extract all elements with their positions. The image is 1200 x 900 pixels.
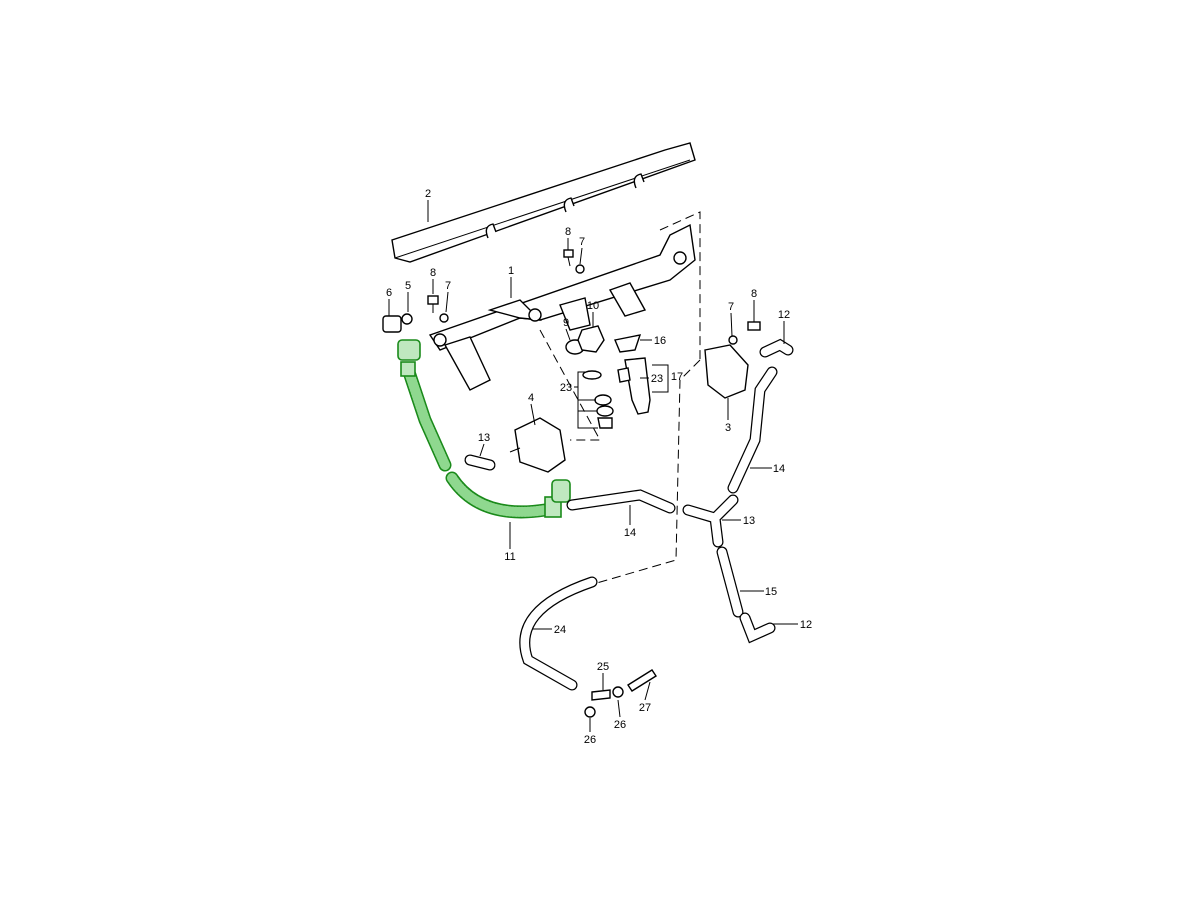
- label-25: 25: [597, 661, 609, 673]
- label-26: 26: [584, 734, 596, 746]
- part-13-fitting[interactable]: [464, 454, 496, 471]
- label-14: 14: [624, 527, 636, 539]
- part-1-fuel-rail[interactable]: [428, 223, 696, 391]
- label-12: 12: [778, 309, 790, 321]
- label-26: 26: [614, 719, 626, 731]
- part-24-hose[interactable]: [519, 576, 598, 691]
- label-12: 12: [800, 619, 812, 631]
- leader-lines: [388, 200, 798, 732]
- label-8: 8: [565, 226, 571, 238]
- label-15: 15: [765, 586, 777, 598]
- label-8: 8: [430, 267, 436, 279]
- label-8: 8: [751, 288, 757, 300]
- part-8-bolt-b[interactable]: [563, 249, 585, 274]
- label-17: 17: [671, 371, 683, 383]
- part-25-27-bolts[interactable]: [584, 669, 657, 718]
- part-23-seals[interactable]: [577, 370, 614, 429]
- label-3: 3: [725, 422, 731, 434]
- part-13-y-piece[interactable]: [682, 494, 739, 548]
- part-12-elbow-b[interactable]: [739, 612, 776, 644]
- label-9: 9: [563, 317, 569, 329]
- label-4: 4: [528, 392, 534, 404]
- label-6: 6: [386, 287, 392, 299]
- part-2-cover[interactable]: [391, 142, 696, 263]
- label-11: 11: [504, 551, 515, 563]
- part-3-damper[interactable]: [704, 321, 761, 399]
- part-16-clip[interactable]: [614, 334, 642, 353]
- label-24: 24: [554, 624, 566, 636]
- part-10-nut[interactable]: [577, 325, 605, 353]
- label-7: 7: [728, 301, 734, 313]
- label-2: 2: [425, 188, 431, 200]
- part-6-cap[interactable]: [382, 315, 402, 333]
- label-13: 13: [478, 432, 490, 444]
- label-7: 7: [445, 280, 451, 292]
- label-5: 5: [405, 280, 411, 292]
- part-15-hose[interactable]: [716, 546, 744, 618]
- label-23: 23: [560, 382, 572, 394]
- part-5-seal[interactable]: [401, 313, 413, 325]
- part-11-fuel-hose-highlighted[interactable]: [397, 339, 571, 519]
- label-23: 23: [651, 373, 663, 385]
- label-1: 1: [508, 265, 514, 277]
- part-8-bolt[interactable]: [427, 295, 449, 323]
- callout-labels: 2 8 7 1 8 7 5 6 9 10 16 23 23 17 4 13 7 …: [386, 188, 812, 746]
- label-16: 16: [654, 335, 666, 347]
- label-27: 27: [639, 702, 651, 714]
- label-7: 7: [579, 236, 585, 248]
- label-14: 14: [773, 463, 785, 475]
- label-10: 10: [587, 300, 599, 312]
- part-12-elbow[interactable]: [759, 338, 794, 358]
- part-17-injector[interactable]: [617, 357, 651, 415]
- part-14-hose[interactable]: [566, 366, 778, 514]
- part-4-pressure-regulator[interactable]: [509, 417, 566, 473]
- label-13: 13: [743, 515, 755, 527]
